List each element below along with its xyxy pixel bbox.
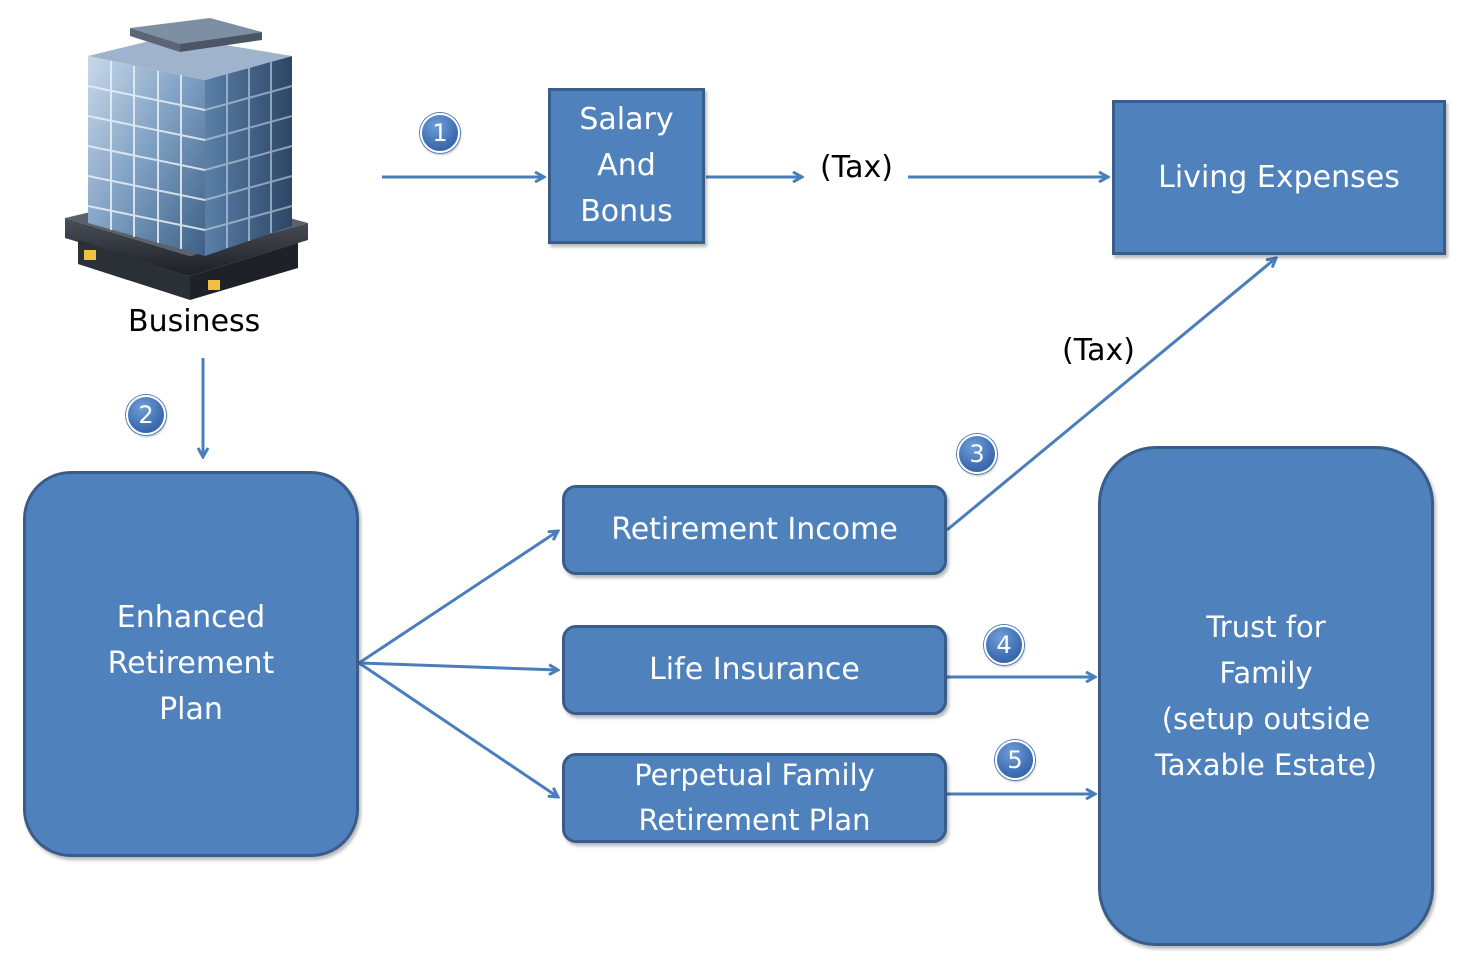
enhanced-retirement-plan-text: Enhanced Retirement Plan <box>107 600 275 727</box>
salary-and-bonus-box: Salary And Bonus <box>548 88 705 244</box>
retirement-income-text: Retirement Income <box>611 512 898 547</box>
step-badge-4: 4 <box>984 625 1024 665</box>
step-badge-3: 3 <box>957 434 997 474</box>
step-badge-1: 1 <box>420 113 460 153</box>
living-expenses-text: Living Expenses <box>1158 159 1400 195</box>
tax-label-retirement-income: (Tax) <box>1062 333 1135 368</box>
arrow-plan-to-retirement-income <box>358 531 558 665</box>
perpetual-family-retirement-plan-box: Perpetual Family Retirement Plan <box>562 753 947 843</box>
perpetual-family-retirement-plan-text: Perpetual Family Retirement Plan <box>634 758 875 837</box>
trust-for-family-text: Trust for Family (setup outside Taxable … <box>1154 610 1378 782</box>
arrow-plan-to-perpetual-plan <box>358 661 558 797</box>
enhanced-retirement-plan-box: Enhanced Retirement Plan <box>23 471 359 857</box>
life-insurance-box: Life Insurance <box>562 625 947 715</box>
business-label: Business <box>128 304 261 339</box>
step-badge-5: 5 <box>995 740 1035 780</box>
arrow-retirement-income-to-living-expenses <box>946 258 1276 532</box>
life-insurance-text: Life Insurance <box>649 652 860 687</box>
arrow-plan-to-life-insurance <box>358 661 558 670</box>
step-badge-2: 2 <box>126 395 166 435</box>
tax-label-salary: (Tax) <box>820 150 893 185</box>
retirement-income-box: Retirement Income <box>562 485 947 575</box>
office-building-icon <box>65 18 308 300</box>
trust-for-family-box: Trust for Family (setup outside Taxable … <box>1098 446 1434 946</box>
salary-and-bonus-text: Salary And Bonus <box>579 102 674 229</box>
living-expenses-box: Living Expenses <box>1112 100 1446 255</box>
